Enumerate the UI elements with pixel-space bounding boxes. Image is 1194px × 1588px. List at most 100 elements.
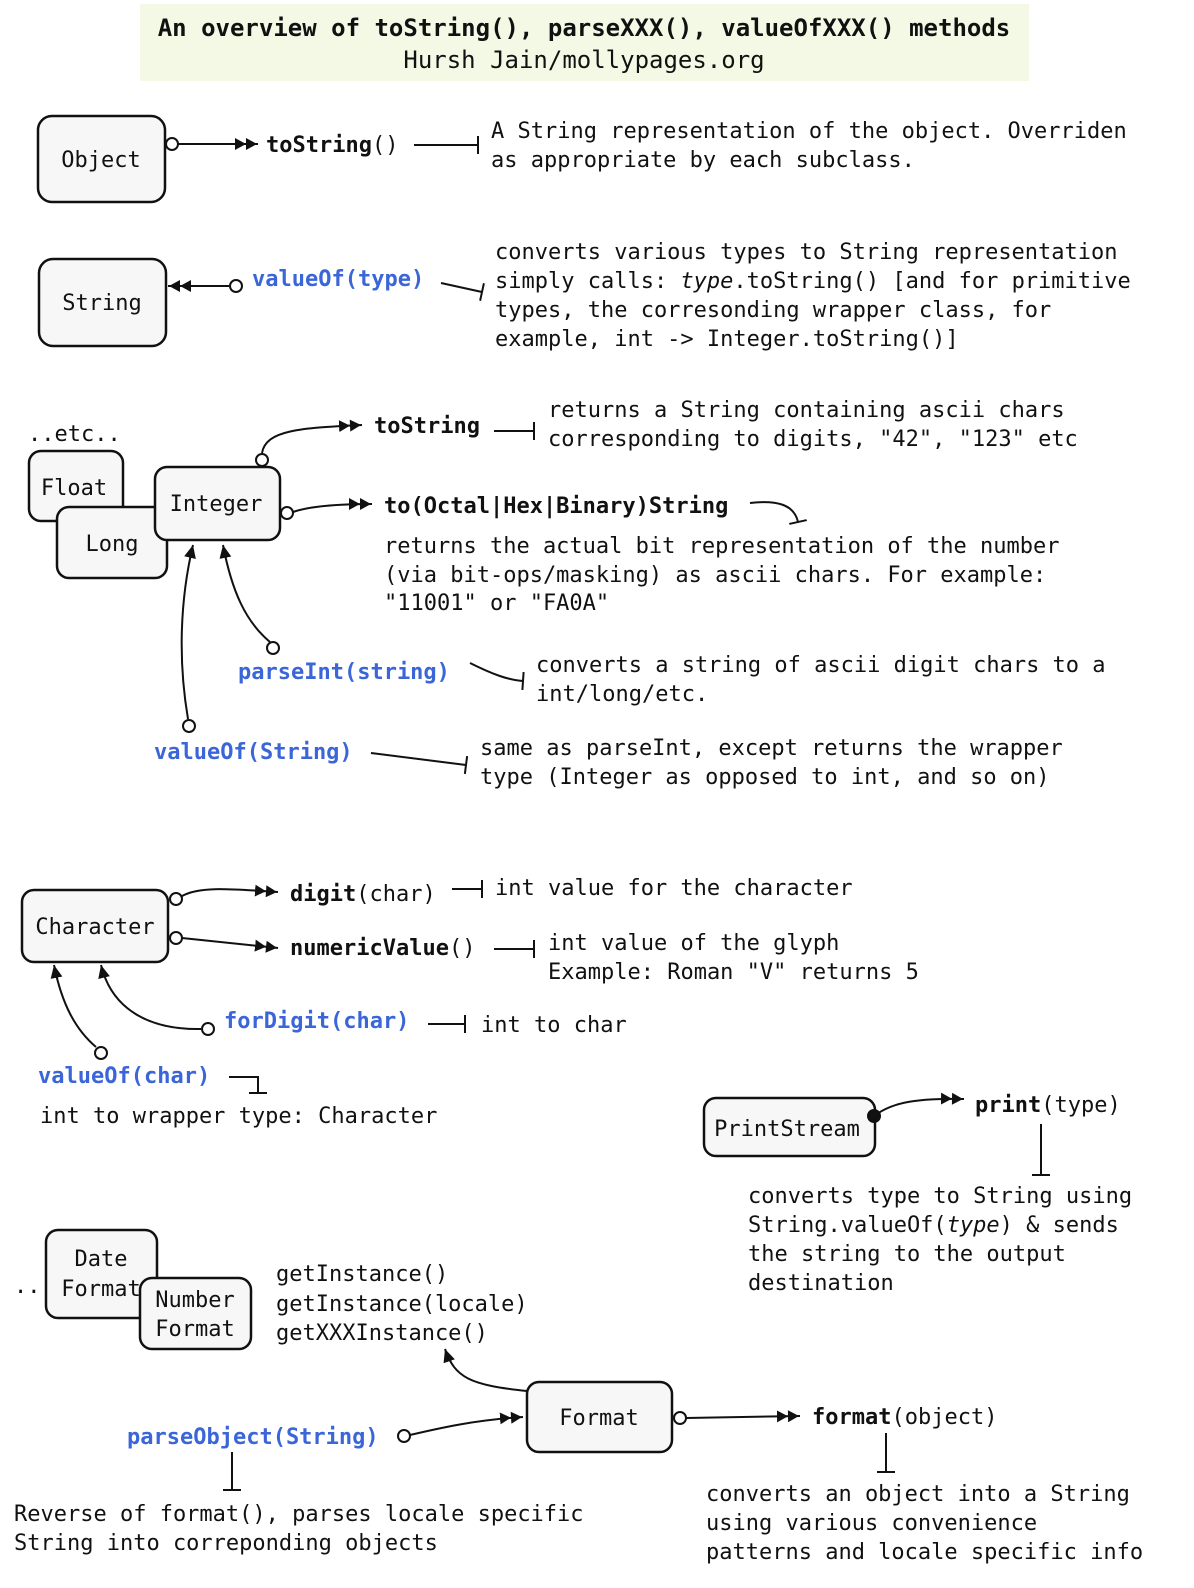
format-format-method: format(object) bbox=[812, 1405, 997, 1430]
character-valueof-arrow bbox=[50, 964, 97, 1048]
format-parse-desc-2: String into correponding objects bbox=[14, 1531, 438, 1556]
integer-valueof-desc-1: same as parseInt, except returns the wra… bbox=[480, 736, 1063, 761]
character-fordigit-arrow bbox=[98, 964, 202, 1031]
format-parse-port bbox=[397, 1429, 411, 1443]
integer-tobase-connector bbox=[749, 501, 808, 525]
printstream-print-arrow bbox=[873, 1092, 965, 1117]
integer-tobase-desc-2: (via bit-ops/masking) as ascii chars. Fo… bbox=[384, 563, 1046, 588]
character-digit-desc: int value for the character bbox=[495, 876, 853, 901]
integer-tobase-arrow bbox=[292, 498, 373, 513]
format-format-desc-1: converts an object into a String bbox=[706, 1482, 1130, 1507]
header: An overview of toString(), parseXXX(), v… bbox=[140, 4, 1029, 81]
number-format-label-1: Number bbox=[155, 1288, 234, 1313]
object-box-label: Object bbox=[61, 148, 140, 173]
string-valueof-desc-3: types, the corresonding wrapper class, f… bbox=[495, 298, 1051, 323]
character-digit-port bbox=[169, 892, 183, 906]
format-format-desc-2: using various convenience bbox=[706, 1511, 1037, 1536]
integer-valueof-desc-2: type (Integer as opposed to int, and so … bbox=[480, 765, 1050, 790]
integer-parseint-arrow bbox=[219, 544, 271, 643]
integer-tostring-desc-2: corresponding to digits, "42", "123" etc bbox=[548, 427, 1078, 452]
string-valueof-desc-4: example, int -> Integer.toString()] bbox=[495, 327, 959, 352]
integer-valueof-port bbox=[182, 719, 196, 733]
object-section: Object toString() A String representatio… bbox=[36, 114, 1127, 204]
character-fordigit-method: forDigit(char) bbox=[224, 1009, 409, 1034]
format-parse-arrow bbox=[409, 1411, 524, 1436]
string-valueof-port bbox=[229, 279, 243, 293]
object-tostring-method: toString() bbox=[266, 133, 398, 158]
character-numeric-desc-1: int value of the glyph bbox=[548, 931, 839, 956]
object-tostring-desc-1: A String representation of the object. O… bbox=[491, 119, 1127, 144]
printstream-desc-2: String.valueOf(type) & sends bbox=[748, 1213, 1119, 1238]
character-numeric-arrow bbox=[181, 937, 279, 953]
character-fordigit-desc: int to char bbox=[481, 1013, 627, 1038]
format-parse-desc-1: Reverse of format(), parses locale speci… bbox=[14, 1502, 584, 1527]
integer-tostring-port bbox=[255, 453, 269, 467]
character-valueof-port bbox=[94, 1046, 108, 1060]
format-etc-label: .. bbox=[14, 1274, 41, 1299]
format-format-port bbox=[673, 1411, 687, 1425]
format-format-desc-3: patterns and locale specific info bbox=[706, 1540, 1143, 1565]
page-subtitle: Hursh Jain/mollypages.org bbox=[403, 46, 764, 74]
format-instance-2: getInstance(locale) bbox=[276, 1292, 528, 1317]
date-format-label-2: Format bbox=[61, 1277, 140, 1302]
character-valueof-method: valueOf(char) bbox=[38, 1064, 210, 1089]
character-section: Character digit(char) int value for the … bbox=[20, 876, 919, 1129]
header-background bbox=[140, 4, 1029, 81]
integer-parseint-desc-1: converts a string of ascii digit chars t… bbox=[536, 653, 1106, 678]
string-valueof-method: valueOf(type) bbox=[252, 267, 424, 292]
format-box bbox=[525, 1380, 674, 1454]
integer-tostring-method: toString bbox=[374, 414, 480, 439]
string-section: String valueOf(type) converts various ty… bbox=[37, 240, 1131, 352]
integer-etc-label: ..etc.. bbox=[28, 422, 121, 447]
number-format-label-2: Format bbox=[155, 1317, 234, 1342]
format-section: .. Date Format Number Format getInstance… bbox=[14, 1228, 1143, 1565]
object-tostring-desc-2: as appropriate by each subclass. bbox=[491, 148, 915, 173]
printstream-print-port bbox=[867, 1109, 881, 1123]
format-instance-1: getInstance() bbox=[276, 1262, 448, 1287]
long-box-label: Long bbox=[86, 532, 139, 557]
integer-parseint-port bbox=[266, 641, 280, 655]
printstream-box-label: PrintStream bbox=[714, 1117, 860, 1142]
page-title: An overview of toString(), parseXXX(), v… bbox=[158, 14, 1011, 42]
format-format-arrow bbox=[685, 1410, 801, 1423]
integer-tobase-method: to(Octal|Hex|Binary)String bbox=[384, 494, 728, 519]
float-box-label: Float bbox=[41, 476, 107, 501]
character-valueof-connector bbox=[229, 1076, 267, 1094]
character-box bbox=[20, 888, 170, 964]
integer-tobase-desc-3: "11001" or "FA0A" bbox=[384, 591, 609, 616]
character-numeric-port bbox=[169, 931, 183, 945]
integer-tostring-desc-1: returns a String containing ascii chars bbox=[548, 398, 1065, 423]
integer-parseint-connector bbox=[469, 662, 525, 691]
integer-box bbox=[153, 465, 282, 542]
integer-valueof-connector bbox=[370, 752, 469, 775]
printstream-desc-3: the string to the output bbox=[748, 1242, 1066, 1267]
character-fordigit-port bbox=[201, 1022, 215, 1036]
character-valueof-desc: int to wrapper type: Character bbox=[40, 1104, 437, 1129]
character-numeric-desc-2: Example: Roman "V" returns 5 bbox=[548, 960, 919, 985]
format-instance-3: getXXXInstance() bbox=[276, 1321, 488, 1346]
character-digit-method: digit(char) bbox=[290, 882, 436, 907]
printstream-desc-4: destination bbox=[748, 1271, 894, 1296]
integer-parseint-method: parseInt(string) bbox=[238, 660, 450, 685]
character-box-label: Character bbox=[35, 915, 154, 940]
printstream-print-method: print(type) bbox=[975, 1093, 1121, 1118]
string-valueof-desc-2: simply calls: type.toString() [and for p… bbox=[495, 269, 1131, 294]
character-digit-arrow bbox=[181, 884, 279, 898]
string-box bbox=[37, 257, 168, 348]
character-numeric-method: numericValue() bbox=[290, 936, 475, 961]
integer-tobase-port bbox=[280, 506, 294, 520]
integer-valueof-method: valueOf(String) bbox=[154, 740, 353, 765]
integer-section: ..etc.. Float Long Integer toString retu… bbox=[27, 398, 1106, 790]
date-format-label-1: Date bbox=[75, 1247, 128, 1272]
integer-tostring-arrow bbox=[261, 419, 363, 454]
printstream-box bbox=[702, 1096, 877, 1158]
long-box bbox=[55, 505, 169, 580]
date-format-box bbox=[44, 1228, 159, 1320]
object-box bbox=[36, 114, 167, 204]
printstream-desc-1: converts type to String using bbox=[748, 1184, 1132, 1209]
string-box-label: String bbox=[62, 291, 141, 316]
string-valueof-connector bbox=[440, 282, 485, 302]
integer-valueof-arrow bbox=[180, 544, 196, 720]
string-valueof-desc-1: converts various types to String represe… bbox=[495, 240, 1118, 265]
